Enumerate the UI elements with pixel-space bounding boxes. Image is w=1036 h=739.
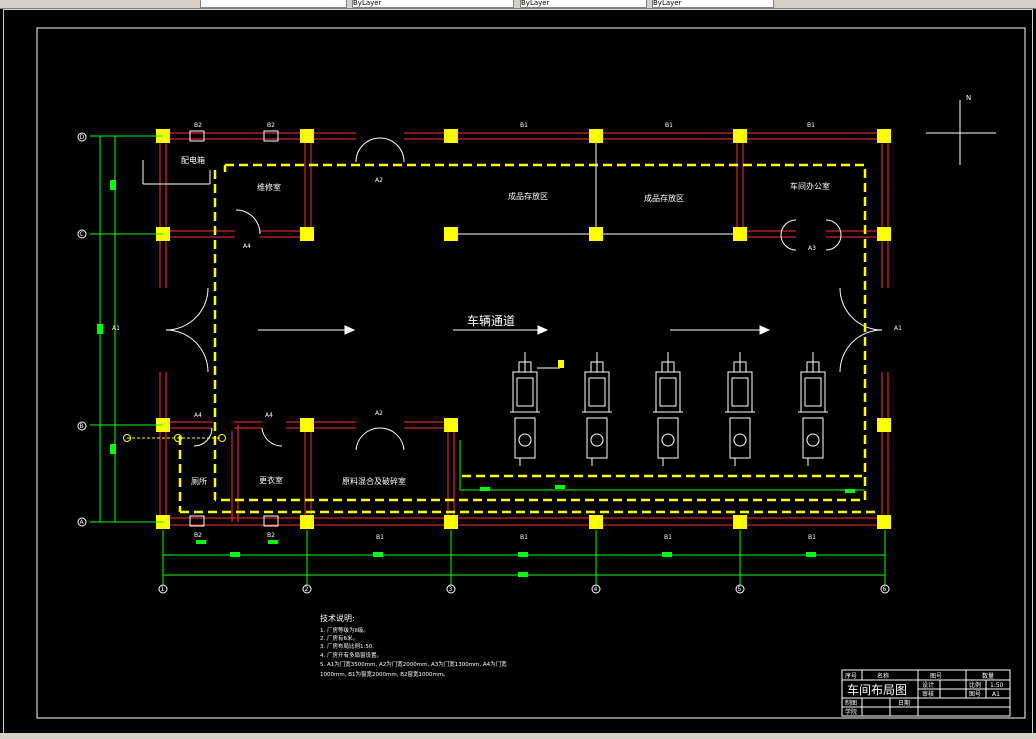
cad-toolbar: ByLayer ByLayer ByLayer (0, 0, 1036, 9)
machine-3 (653, 352, 683, 466)
valve-marker (558, 360, 564, 368)
layer-dropdown[interactable] (200, 0, 347, 8)
status-bar (0, 733, 1036, 739)
machine-4 (725, 352, 755, 466)
machines (510, 352, 828, 466)
partitions (142, 143, 733, 235)
title-block (841, 669, 1011, 717)
walls (159, 132, 889, 526)
columns (156, 129, 891, 529)
machine-2 (582, 352, 612, 466)
machine-1 (510, 352, 560, 466)
openings (157, 130, 891, 431)
linetype-dropdown[interactable]: ByLayer (520, 0, 647, 8)
dashed-boundary (178, 163, 880, 514)
lineweight-dropdown[interactable]: ByLayer (652, 0, 774, 8)
windows (189, 130, 279, 527)
drawing-border (36, 27, 1026, 719)
axis-bubbles (77, 132, 890, 594)
flow-arrows (258, 325, 771, 335)
pipe-line (123, 434, 226, 442)
color-dropdown[interactable]: ByLayer (352, 0, 514, 8)
dimension-marks (97, 180, 855, 577)
machine-5 (798, 352, 828, 466)
north-arrow-icon (926, 100, 996, 165)
doors (165, 137, 883, 451)
